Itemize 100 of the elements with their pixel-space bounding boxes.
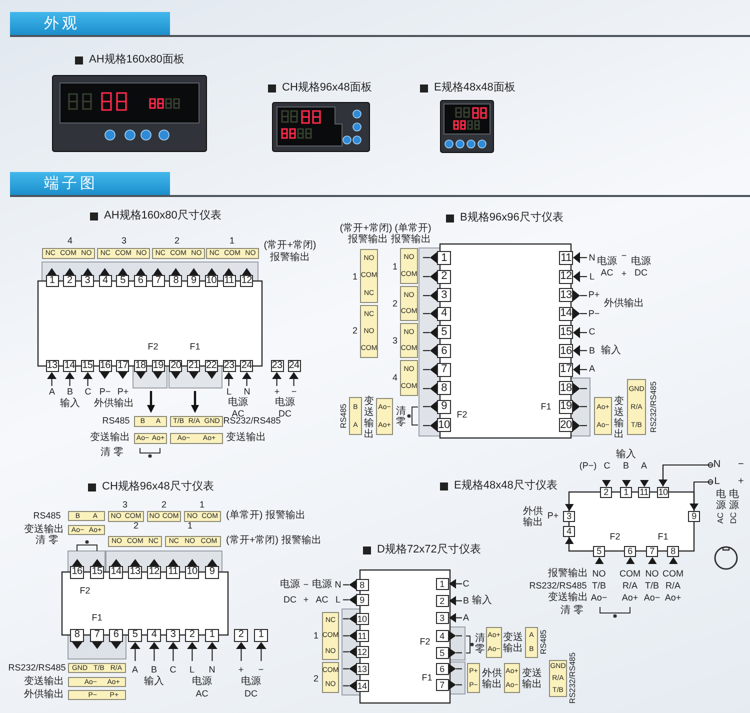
pin-label: 2 bbox=[314, 674, 318, 684]
terminal-box: 15 bbox=[80, 360, 94, 372]
pin-label: − bbox=[621, 252, 627, 260]
pin-label: B bbox=[67, 388, 73, 396]
terminal-box: 11 bbox=[222, 275, 236, 287]
pin-label: F1 bbox=[190, 342, 200, 352]
pin-label: R/A bbox=[666, 582, 680, 590]
terminal-box: 2 bbox=[600, 486, 612, 498]
terminal-box: 2 bbox=[436, 595, 448, 607]
annotation-text: 变送输出 bbox=[24, 677, 64, 687]
terminal-box: 9 bbox=[688, 510, 700, 522]
terminal-box: 4 bbox=[436, 630, 448, 642]
pin-label: 2 bbox=[392, 300, 398, 308]
annotation-text: 变送输出 bbox=[503, 632, 523, 654]
terminal-box: 9 bbox=[356, 594, 368, 606]
polarity-sign: + bbox=[738, 477, 744, 487]
annotation-text: 清 零 bbox=[100, 448, 124, 458]
terminal-box: 13 bbox=[559, 288, 573, 302]
terminal-box: 10 bbox=[657, 486, 669, 498]
pin-label: B bbox=[589, 346, 595, 356]
model-label: D规格72x72尺寸仪表 bbox=[363, 544, 481, 556]
annotation-text: 电源 bbox=[241, 677, 261, 687]
terminal-box: 1 bbox=[620, 486, 632, 498]
pin-label: Ao− bbox=[590, 594, 608, 602]
annotation-text: 电源 bbox=[597, 257, 617, 267]
pin-label: Ao+ bbox=[622, 594, 638, 602]
terminal-box: 12 bbox=[356, 646, 368, 658]
terminal-box: 20 bbox=[559, 418, 573, 432]
pin-label: 1 bbox=[352, 272, 358, 282]
terminal-box: 4 bbox=[147, 628, 161, 642]
terminal-box: 10 bbox=[185, 566, 199, 578]
terminal-box: 13 bbox=[46, 360, 58, 372]
pin-label: B bbox=[151, 666, 157, 674]
terminal-box: 2 bbox=[234, 628, 248, 642]
terminal-box: 16 bbox=[70, 566, 84, 578]
connector-line bbox=[690, 481, 712, 510]
pin-label: + bbox=[303, 596, 309, 604]
annotation-text: 报警输出 bbox=[548, 569, 588, 579]
annotation-text: 电源 bbox=[228, 398, 248, 408]
annotation-text: 电源 bbox=[312, 580, 332, 590]
pin-label: 1 bbox=[200, 500, 204, 510]
terminal-box: 5 bbox=[437, 325, 451, 340]
terminal-box: 19 bbox=[559, 400, 573, 414]
model-label: AH规格160x80尺寸仪表 bbox=[90, 210, 222, 222]
terminal-box: 10 bbox=[204, 275, 218, 287]
pin-label: A bbox=[641, 462, 647, 470]
annotation-text: 电源 bbox=[192, 677, 212, 687]
terminal-box: 14 bbox=[356, 680, 368, 692]
pin-label: 4 bbox=[68, 236, 72, 246]
annotation-text: 报警输出 bbox=[270, 253, 310, 263]
terminal-box: 23 bbox=[222, 360, 236, 372]
terminal-box: 9 bbox=[205, 566, 219, 578]
pin-label: R/A bbox=[622, 582, 638, 590]
terminal-box: 10 bbox=[437, 418, 451, 432]
pin-label: N bbox=[588, 254, 596, 262]
pin-label: F2 bbox=[610, 532, 620, 542]
pin-label: N bbox=[334, 580, 342, 590]
annotation-text: 变送输出 bbox=[522, 668, 542, 690]
interface-label: RS485 bbox=[540, 630, 548, 654]
connector-line bbox=[658, 464, 712, 486]
annotation-text: (常开+常闭) 报警输出 bbox=[226, 536, 322, 546]
terminal-box: 8 bbox=[169, 275, 182, 287]
annotation-text: 变送输出 bbox=[90, 433, 130, 443]
annotation-text: 报警输出 bbox=[391, 235, 431, 245]
pin-label: B bbox=[623, 462, 629, 470]
pin-label: A bbox=[49, 388, 55, 396]
pin-label: AC bbox=[196, 690, 208, 698]
interface-label: AC bbox=[717, 512, 725, 524]
terminal-box: 9 bbox=[187, 275, 200, 287]
terminal-box: 1 bbox=[254, 628, 268, 642]
terminal-box: 1 bbox=[437, 251, 451, 265]
pin-label: F1 bbox=[422, 674, 432, 682]
terminal-box: 7 bbox=[646, 546, 658, 556]
terminal-box: 14 bbox=[63, 360, 76, 372]
annotation-text: 清零 bbox=[475, 633, 485, 655]
pin-label: DC bbox=[244, 690, 258, 698]
terminal-box: 12 bbox=[147, 566, 161, 578]
terminal-box: 7 bbox=[436, 679, 448, 691]
pin-label: DC bbox=[284, 596, 296, 604]
annotation-text: 电源 bbox=[275, 398, 295, 408]
terminal-box: 2 bbox=[63, 275, 76, 287]
pin-label: P+ bbox=[117, 388, 129, 396]
pin-label: Ao+ bbox=[664, 594, 682, 602]
annotation-text: 电源 bbox=[729, 489, 739, 511]
interface-label: RS232/RS485 bbox=[650, 381, 658, 433]
terminal-box: 6 bbox=[624, 546, 636, 556]
pin-label: P+ bbox=[588, 290, 600, 300]
model-label: AH规格160x80面板 bbox=[75, 54, 184, 66]
terminal-label: L bbox=[712, 476, 722, 488]
pin-label: L bbox=[190, 666, 194, 674]
terminal-box: 17 bbox=[559, 362, 573, 377]
pin-label: AC bbox=[316, 596, 328, 604]
terminal-box: 11 bbox=[638, 486, 650, 498]
pin-label: F1 bbox=[658, 532, 668, 542]
terminal-box: 1 bbox=[205, 628, 219, 642]
pin-label: DC bbox=[278, 410, 292, 418]
annotation-text: 外供输出 bbox=[604, 299, 644, 309]
pin-label: 3 bbox=[392, 336, 398, 346]
terminal-box: 11 bbox=[166, 566, 180, 578]
annotation-text: 变送输出 bbox=[24, 525, 64, 535]
